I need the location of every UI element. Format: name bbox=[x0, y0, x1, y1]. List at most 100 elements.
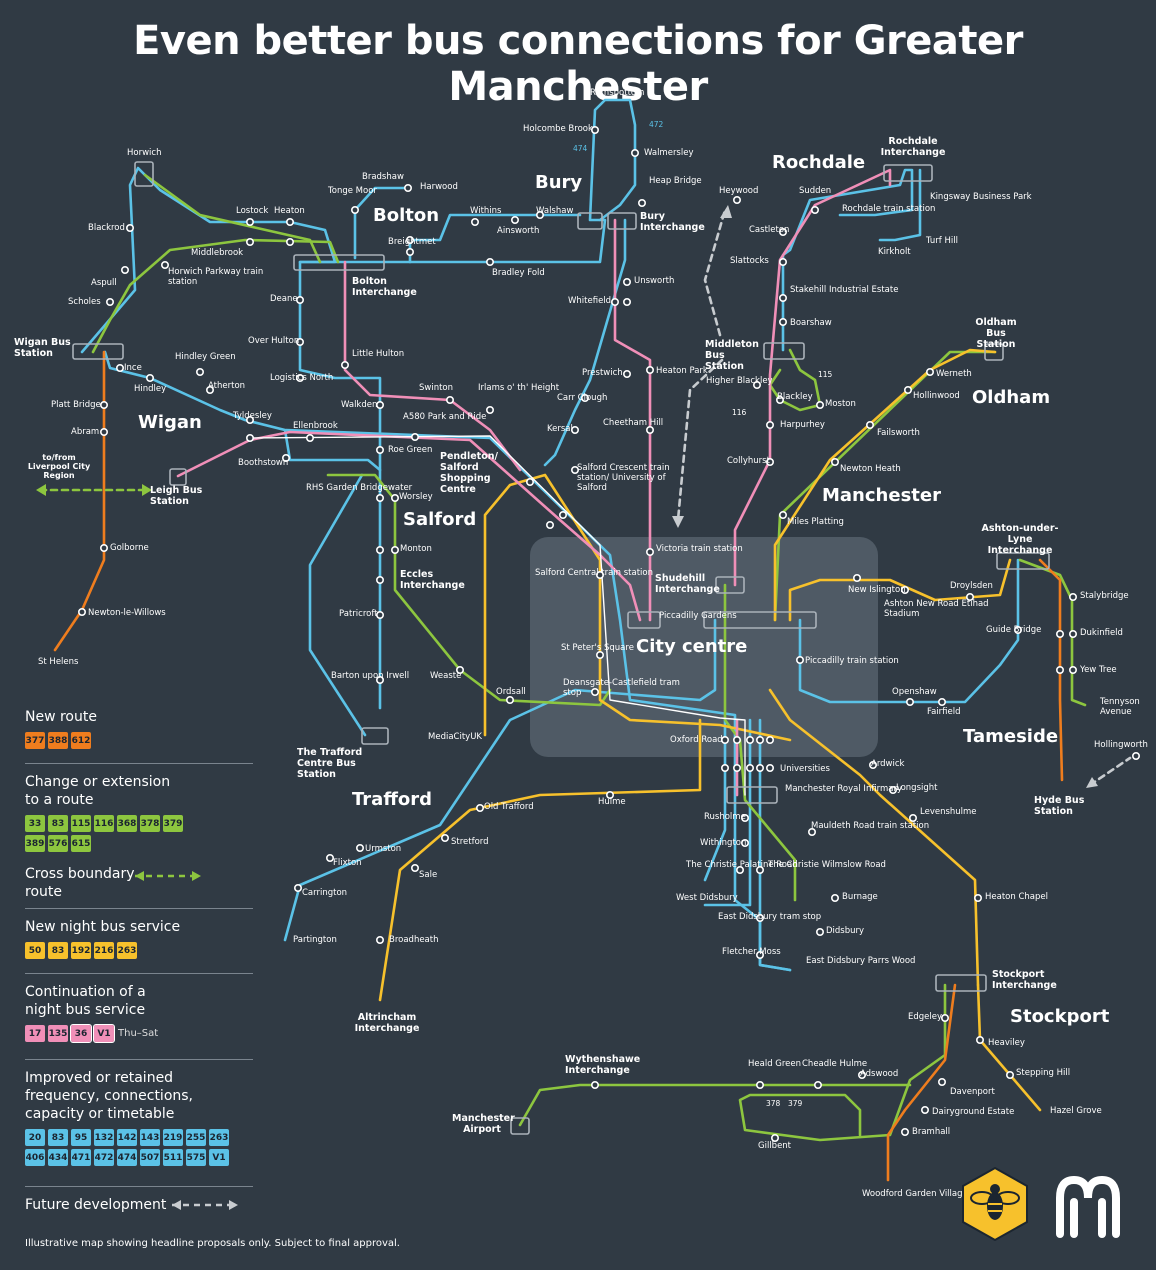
area-name: Bolton bbox=[373, 205, 440, 226]
divider bbox=[25, 1059, 253, 1060]
stop-name: Levenshulme bbox=[920, 807, 977, 817]
interchange-name: Bolton Interchange bbox=[352, 276, 417, 298]
interchange-name: Pendleton/ Salford Shopping Centre bbox=[440, 451, 498, 495]
route-badge: 17 bbox=[25, 1025, 45, 1042]
stop-name: Tennyson Avenue bbox=[1100, 697, 1140, 717]
route-badge: 388 bbox=[48, 732, 68, 749]
stop-name: Irlams o' th' Height bbox=[478, 383, 560, 393]
interchange-name: Wigan Bus Station bbox=[14, 337, 71, 359]
piccadilly-gardens-box bbox=[627, 611, 661, 629]
route-line-green bbox=[91, 238, 340, 354]
route-badge: 474 bbox=[117, 1149, 137, 1166]
stop-name: Bramhall bbox=[912, 1127, 951, 1137]
stop-name: Barton upon Irwell bbox=[331, 671, 410, 681]
area-name: Rochdale bbox=[772, 152, 866, 173]
interchange-name: Hyde Bus Station bbox=[1034, 795, 1085, 817]
route-badge: 575 bbox=[186, 1149, 206, 1166]
route-line-green bbox=[773, 350, 997, 622]
stop-name: Deansgate-Castlefield tram stop bbox=[563, 678, 680, 698]
legend-improved-label: Improved or retained frequency, connecti… bbox=[25, 1070, 193, 1122]
rochdale-interchange-box bbox=[883, 164, 933, 182]
stop-name: Urmston bbox=[365, 844, 402, 854]
legend-night-label: New night bus service bbox=[25, 919, 181, 935]
route-line-yellow bbox=[483, 473, 792, 742]
stop-name: Heaton Park bbox=[656, 366, 708, 376]
stop-name: Fletcher Moss bbox=[722, 947, 781, 957]
stop-name: Hulme bbox=[598, 797, 626, 807]
stop-name: Harwood bbox=[420, 182, 458, 192]
stop-name: Ainsworth bbox=[497, 226, 540, 236]
stop-name: Sale bbox=[419, 870, 438, 880]
stop-name: Higher Blackley bbox=[706, 376, 773, 386]
middleton-bus-station-box bbox=[763, 342, 805, 360]
route-line-blue bbox=[703, 718, 752, 907]
stop-name: Horwich Parkway train station bbox=[168, 267, 264, 287]
route-badge: 615 bbox=[71, 835, 91, 852]
route-badge: 434 bbox=[48, 1149, 68, 1166]
stop-markers bbox=[78, 126, 1141, 1143]
route-badge: 83 bbox=[48, 942, 68, 959]
stop-name: Rochdale train station bbox=[842, 204, 936, 214]
stop-name: Hollingworth bbox=[1094, 740, 1148, 750]
route-line-blue bbox=[353, 186, 410, 260]
stop-name: Failsworth bbox=[877, 428, 920, 438]
stop-name: Didsbury bbox=[826, 926, 865, 936]
leigh-bus-station-box bbox=[169, 468, 187, 486]
route-line-pink bbox=[613, 218, 652, 622]
stop-name: Withington bbox=[700, 838, 747, 848]
stop-name: Adswood bbox=[860, 1069, 899, 1079]
stop-name: Universities bbox=[780, 764, 830, 774]
stop-name: Bradley Fold bbox=[492, 268, 545, 278]
route-line-yellow bbox=[976, 983, 1042, 1112]
stop-name: Deane bbox=[270, 294, 298, 304]
stop-name: The Christie Wilmslow Road bbox=[768, 860, 886, 870]
route-line-green bbox=[723, 583, 797, 902]
stop-name: Abram bbox=[71, 427, 100, 437]
boundary-label: to/from Liverpool City Region bbox=[27, 453, 91, 481]
stop-name: Over Hulton bbox=[248, 336, 300, 346]
stop-name: Lostock bbox=[236, 206, 269, 216]
area-name: Oldham bbox=[972, 387, 1051, 408]
route-line-blue bbox=[408, 213, 582, 264]
cross-boundary-icon bbox=[135, 871, 201, 881]
route-line-orange bbox=[53, 350, 106, 652]
stop-name: Heald Green bbox=[748, 1059, 802, 1069]
tfgm-logo-icon bbox=[1056, 1175, 1120, 1238]
piccadilly-gardens-box-2 bbox=[703, 611, 817, 629]
stop-name: Logistics North bbox=[270, 373, 334, 383]
route-badge: 135 bbox=[48, 1025, 68, 1042]
stop-name: Holcombe Brook bbox=[523, 124, 593, 134]
legend-cross-boundary-label: Cross boundary route bbox=[25, 866, 135, 900]
route-badge: 216 bbox=[94, 942, 114, 959]
stop-name: Partington bbox=[293, 935, 337, 945]
stop-name: Patricroft bbox=[339, 609, 378, 619]
stop-name: Kirkholt bbox=[878, 247, 911, 257]
route-label: 115 bbox=[818, 370, 833, 379]
stop-name: Walmersley bbox=[644, 148, 694, 158]
interchange-name: Manchester Airport bbox=[452, 1113, 515, 1135]
stop-name: Stepping Hill bbox=[1016, 1068, 1071, 1078]
route-badge: 263 bbox=[209, 1129, 229, 1146]
stop-name: Kersal bbox=[547, 424, 573, 434]
stop-name: Woodford Garden Village bbox=[862, 1189, 968, 1199]
stop-name: Tonge Moor bbox=[328, 186, 377, 196]
route-badge: 471 bbox=[71, 1149, 91, 1166]
bury-interchange-box bbox=[577, 212, 603, 230]
stop-name: Openshaw bbox=[892, 687, 937, 697]
stop-name: Victoria train station bbox=[656, 544, 743, 554]
interchange-name: Rochdale Interchange bbox=[880, 136, 946, 158]
stop-name: Blackrod bbox=[88, 223, 125, 233]
stop-name: Scholes bbox=[68, 297, 101, 307]
route-label: 378 bbox=[766, 1099, 781, 1108]
stop-name: Slattocks bbox=[730, 256, 769, 266]
arrowheads bbox=[36, 205, 1098, 788]
stop-name: Prestwich bbox=[582, 368, 623, 378]
stop-name: Ellenbrook bbox=[293, 421, 338, 431]
stop-name: The Christie Palatine Road bbox=[686, 860, 798, 870]
airport-box bbox=[510, 1117, 530, 1135]
route-badge: 378 bbox=[140, 815, 160, 832]
horwich-box bbox=[134, 161, 154, 187]
